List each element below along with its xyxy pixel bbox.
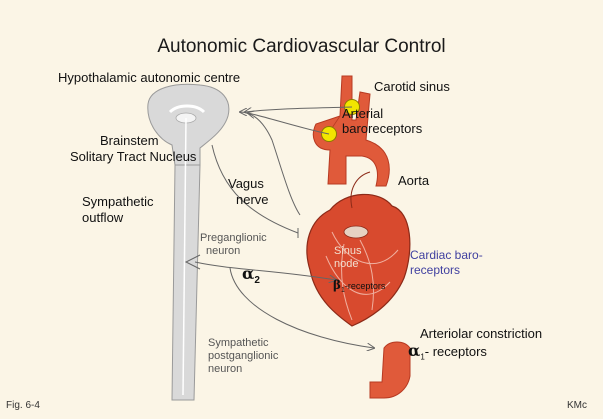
preganglionic-label-line2: neuron: [206, 245, 241, 257]
cardiac-baroreceptors-label-line2: receptors: [410, 263, 461, 277]
preganglionic-label-line1: Preganglionic: [200, 232, 267, 244]
heart: [306, 171, 411, 327]
postganglionic-label-line3: neuron: [208, 363, 243, 375]
alpha1-symbol: α: [408, 341, 421, 360]
brain-and-spinal-cord: [147, 83, 230, 401]
postganglionic-label-line1: Sympathetic: [208, 337, 269, 349]
brainstem-label-line1: Brainstem: [100, 133, 159, 148]
aorta-label: Aorta: [398, 173, 430, 188]
figure-number: Fig. 6-4: [6, 400, 40, 411]
beta1-receptor-label: β1-receptors: [333, 278, 385, 294]
sinus-node-label: Sinus node: [334, 245, 362, 271]
arteriolar-constriction-label: Arteriolar constriction: [420, 326, 543, 341]
sympathetic-outflow-label-line1: Sympathetic: [82, 194, 154, 209]
vagus-label-line2: nerve: [236, 192, 269, 207]
alpha1-suffix: - receptors: [424, 344, 487, 359]
alpha1-receptor-label: α1- receptors: [408, 341, 487, 362]
arterial-baroreceptors-label-line2: baroreceptors: [342, 121, 423, 136]
hypothalamus-label: Hypothalamic autonomic centre: [58, 70, 241, 85]
alpha2-receptor-label: α2: [242, 264, 260, 286]
author-initials: KMc: [567, 400, 587, 411]
beta1-subscript: 1: [340, 286, 345, 294]
alpha2-subscript: 2: [254, 275, 260, 287]
carotid-sinus-label: Carotid sinus: [374, 79, 450, 94]
vagus-label-line1: Vagus: [228, 176, 264, 191]
alpha1-subscript: 1: [420, 352, 425, 362]
nerve-pathways: [184, 106, 374, 348]
postganglionic-label-line2: postganglionic: [208, 350, 279, 362]
arteriole: [369, 341, 411, 399]
cardiac-baroreceptors-label-line1: Cardiac baro-: [410, 248, 483, 262]
sinus-node-label-line2: node: [334, 258, 359, 270]
beta1-suffix: -receptors: [344, 281, 386, 291]
beta1-symbol: β: [333, 278, 341, 292]
diagram-title: Autonomic Cardiovascular Control: [157, 36, 446, 57]
sinus-node-label-line1: Sinus: [334, 245, 362, 257]
sympathetic-outflow-label-line2: outflow: [82, 210, 124, 225]
alpha2-symbol: α: [242, 264, 255, 283]
brainstem-label-line2: Solitary Tract Nucleus: [70, 149, 197, 164]
arterial-baroreceptors-label-line1: Arterial: [342, 106, 384, 121]
